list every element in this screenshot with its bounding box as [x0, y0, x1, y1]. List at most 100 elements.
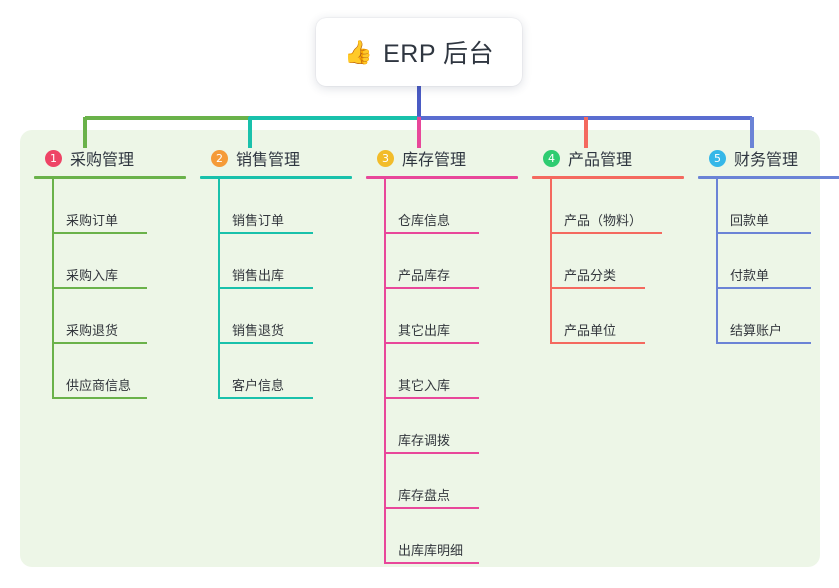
leaf-item[interactable]: 采购退货 [52, 289, 186, 344]
leaf-item-underline [550, 232, 662, 234]
leaf-item-underline [384, 507, 479, 509]
branch-title-1: 采购管理 [70, 152, 135, 169]
leaf-item[interactable]: 出库库明细 [384, 509, 518, 564]
leaf-item-underline [550, 342, 645, 344]
branch-underline-3 [366, 176, 518, 179]
leaf-item-underline [52, 342, 147, 344]
leaf-item-label: 客户信息 [232, 378, 285, 393]
leaf-item-label: 产品（物料） [564, 213, 643, 228]
branch-spine-3 [384, 179, 386, 564]
leaf-item-label: 回款单 [730, 213, 770, 228]
leaf-item-underline [384, 342, 479, 344]
leaf-item-underline [218, 397, 313, 399]
branch-title-3: 库存管理 [402, 152, 467, 169]
leaf-item-label: 仓库信息 [398, 213, 451, 228]
branch-header-1[interactable]: 1 采购管理 [34, 144, 186, 172]
leaf-item-label: 供应商信息 [66, 378, 132, 393]
leaf-item[interactable]: 产品库存 [384, 234, 518, 289]
leaf-item-underline [384, 397, 479, 399]
leaf-item-underline [384, 287, 479, 289]
branch-badge-3: 3 [377, 149, 394, 167]
branch-item-list-4: 产品（物料） 产品分类产品单位 [532, 179, 684, 344]
branch-item-list-3: 仓库信息产品库存其它出库其它入库库存调拨库存盘点出库库明细 [366, 179, 518, 564]
leaf-item-underline [716, 342, 811, 344]
branch-underline-4 [532, 176, 684, 179]
leaf-item-underline [384, 562, 479, 564]
branch-header-3[interactable]: 3 库存管理 [366, 144, 518, 172]
leaf-item[interactable]: 产品分类 [550, 234, 684, 289]
leaf-item-label: 销售出库 [232, 268, 285, 283]
root-node-card[interactable]: 👍 ERP 后台 [316, 18, 522, 86]
leaf-item[interactable]: 产品（物料） [550, 179, 684, 234]
branch-column-1: 1 采购管理采购订单采购入库采购退货供应商信息 [34, 144, 186, 399]
branch-column-3: 3 库存管理仓库信息产品库存其它出库其它入库库存调拨库存盘点出库库明细 [366, 144, 518, 564]
branch-title-5: 财务管理 [734, 152, 799, 169]
leaf-item[interactable]: 结算账户 [716, 289, 839, 344]
leaf-item-label: 产品单位 [564, 323, 617, 338]
leaf-item-underline [218, 232, 313, 234]
leaf-item-label: 销售退货 [232, 323, 285, 338]
leaf-item-label: 库存调拨 [398, 433, 451, 448]
leaf-item[interactable]: 产品单位 [550, 289, 684, 344]
leaf-item-label: 结算账户 [730, 323, 783, 338]
branch-spine-1 [52, 179, 54, 399]
leaf-item-label: 出库库明细 [398, 543, 464, 558]
leaf-item-underline [218, 342, 313, 344]
leaf-item[interactable]: 其它出库 [384, 289, 518, 344]
leaf-item[interactable]: 回款单 [716, 179, 839, 234]
root-title-text: ERP 后台 [383, 40, 495, 68]
leaf-item[interactable]: 销售出库 [218, 234, 352, 289]
leaf-item[interactable]: 库存调拨 [384, 399, 518, 454]
mindmap-panel [20, 130, 820, 567]
leaf-item-label: 销售订单 [232, 213, 285, 228]
branch-column-5: 5 财务管理回款单付款单结算账户 [698, 144, 839, 344]
leaf-item[interactable]: 采购入库 [52, 234, 186, 289]
branch-spine-4 [550, 179, 552, 344]
leaf-item[interactable]: 采购订单 [52, 179, 186, 234]
leaf-item-underline [384, 232, 479, 234]
leaf-item[interactable]: 仓库信息 [384, 179, 518, 234]
leaf-item-label: 库存盘点 [398, 488, 451, 503]
leaf-item[interactable]: 付款单 [716, 234, 839, 289]
branch-badge-2: 2 [211, 149, 228, 167]
leaf-item-underline [52, 397, 147, 399]
leaf-item[interactable]: 客户信息 [218, 344, 352, 399]
leaf-item-label: 其它出库 [398, 323, 451, 338]
branch-spine-5 [716, 179, 718, 344]
leaf-item-underline [52, 287, 147, 289]
leaf-item-label: 付款单 [730, 268, 770, 283]
leaf-item[interactable]: 销售退货 [218, 289, 352, 344]
leaf-item-label: 采购退货 [66, 323, 119, 338]
leaf-item-underline [550, 287, 645, 289]
leaf-item[interactable]: 库存盘点 [384, 454, 518, 509]
branch-underline-2 [200, 176, 352, 179]
leaf-item-underline [716, 232, 811, 234]
leaf-item-label: 产品分类 [564, 268, 617, 283]
branch-title-4: 产品管理 [568, 152, 633, 169]
branch-column-4: 4 产品管理产品（物料） 产品分类产品单位 [532, 144, 684, 344]
leaf-item-underline [384, 452, 479, 454]
branch-underline-1 [34, 176, 186, 179]
root-node-title: 👍 ERP 后台 [344, 34, 494, 70]
leaf-item-underline [716, 287, 811, 289]
leaf-item-underline [218, 287, 313, 289]
thumbs-up-icon: 👍 [343, 38, 374, 65]
branch-item-list-1: 采购订单采购入库采购退货供应商信息 [34, 179, 186, 399]
branch-header-5[interactable]: 5 财务管理 [698, 144, 839, 172]
branch-badge-4: 4 [543, 149, 560, 167]
leaf-item-underline [52, 232, 147, 234]
branch-badge-5: 5 [709, 149, 726, 167]
leaf-item-label: 采购入库 [66, 268, 119, 283]
branch-header-4[interactable]: 4 产品管理 [532, 144, 684, 172]
branch-badge-1: 1 [45, 149, 62, 167]
branch-item-list-5: 回款单付款单结算账户 [698, 179, 839, 344]
leaf-item-label: 产品库存 [398, 268, 451, 283]
leaf-item[interactable]: 销售订单 [218, 179, 352, 234]
branch-underline-5 [698, 176, 839, 179]
leaf-item-label: 采购订单 [66, 213, 119, 228]
leaf-item[interactable]: 其它入库 [384, 344, 518, 399]
leaf-item[interactable]: 供应商信息 [52, 344, 186, 399]
leaf-item-label: 其它入库 [398, 378, 451, 393]
